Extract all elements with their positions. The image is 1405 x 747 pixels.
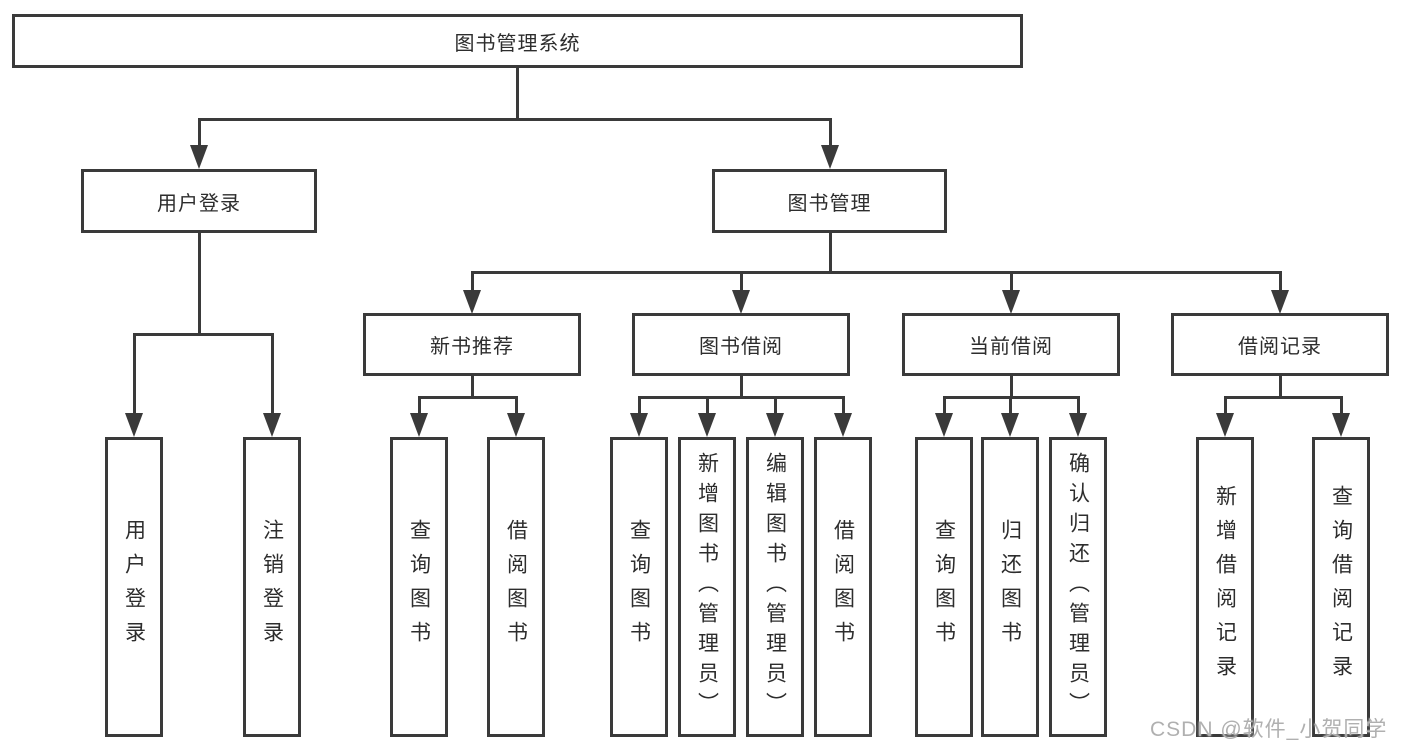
arrowhead bbox=[190, 145, 208, 169]
node-library-management-system: 图书管理系统 bbox=[12, 14, 1023, 68]
arrowhead bbox=[1271, 290, 1289, 314]
connector-line bbox=[1009, 396, 1012, 414]
connector-line bbox=[516, 68, 519, 121]
node-book-management: 图书管理 bbox=[712, 169, 947, 233]
arrowhead bbox=[630, 413, 648, 437]
leaf-confirm-return-admin: 确认归还（管理员） bbox=[1049, 437, 1107, 737]
arrowhead bbox=[1216, 413, 1234, 437]
arrowhead bbox=[1001, 413, 1019, 437]
connector-line bbox=[1077, 396, 1080, 414]
leaf-query-books-recommend: 查询图书 bbox=[390, 437, 448, 737]
node-borrowing-records: 借阅记录 bbox=[1171, 313, 1389, 376]
arrowhead bbox=[732, 290, 750, 314]
connector-line bbox=[740, 376, 743, 399]
connector-line bbox=[471, 376, 474, 399]
connector-line bbox=[133, 333, 136, 415]
arrowhead bbox=[463, 290, 481, 314]
connector-line bbox=[418, 396, 421, 414]
arrowhead bbox=[698, 413, 716, 437]
connector-line bbox=[943, 396, 946, 414]
node-user-login: 用户登录 bbox=[81, 169, 317, 233]
leaf-user-login: 用户登录 bbox=[105, 437, 163, 737]
leaf-borrow-books: 借阅图书 bbox=[814, 437, 872, 737]
arrowhead bbox=[125, 413, 143, 437]
connector-line bbox=[1010, 271, 1013, 292]
connector-line bbox=[829, 233, 832, 274]
leaf-query-books-current: 查询图书 bbox=[915, 437, 973, 737]
connector-line bbox=[1340, 396, 1343, 414]
leaf-add-books-admin: 新增图书（管理员） bbox=[678, 437, 736, 737]
connector-line bbox=[1224, 396, 1227, 414]
leaf-query-borrow-record: 查询借阅记录 bbox=[1312, 437, 1370, 737]
connector-line bbox=[1224, 396, 1341, 399]
arrowhead bbox=[766, 413, 784, 437]
connector-line bbox=[133, 333, 274, 336]
leaf-query-books-borrowing: 查询图书 bbox=[610, 437, 668, 737]
connector-line bbox=[198, 233, 201, 336]
arrowhead bbox=[410, 413, 428, 437]
connector-line bbox=[471, 271, 474, 292]
connector-line bbox=[271, 333, 274, 415]
arrowhead bbox=[935, 413, 953, 437]
csdn-watermark: CSDN @软件_小贺同学 bbox=[1150, 718, 1388, 741]
leaf-add-borrow-record: 新增借阅记录 bbox=[1196, 437, 1254, 737]
connector-line bbox=[842, 396, 845, 414]
connector-line bbox=[638, 396, 844, 399]
connector-line bbox=[198, 118, 831, 121]
leaf-edit-books-admin: 编辑图书（管理员） bbox=[746, 437, 804, 737]
leaf-return-books: 归还图书 bbox=[981, 437, 1039, 737]
arrowhead bbox=[821, 145, 839, 169]
node-current-borrowing: 当前借阅 bbox=[902, 313, 1120, 376]
connector-line bbox=[418, 396, 517, 399]
connector-line bbox=[740, 271, 743, 292]
arrowhead bbox=[1332, 413, 1350, 437]
connector-line bbox=[1010, 376, 1013, 399]
connector-line bbox=[638, 396, 641, 414]
connector-line bbox=[829, 118, 832, 147]
connector-line bbox=[774, 396, 777, 414]
arrowhead bbox=[1002, 290, 1020, 314]
connector-line bbox=[471, 271, 1281, 274]
connector-line bbox=[515, 396, 518, 414]
arrowhead bbox=[507, 413, 525, 437]
node-book-borrowing: 图书借阅 bbox=[632, 313, 850, 376]
leaf-logout: 注销登录 bbox=[243, 437, 301, 737]
connector-line bbox=[1279, 271, 1282, 292]
connector-line bbox=[1279, 376, 1282, 399]
arrowhead bbox=[1069, 413, 1087, 437]
connector-line bbox=[706, 396, 709, 414]
leaf-borrow-books-recommend: 借阅图书 bbox=[487, 437, 545, 737]
arrowhead bbox=[263, 413, 281, 437]
arrowhead bbox=[834, 413, 852, 437]
node-new-book-recommendation: 新书推荐 bbox=[363, 313, 581, 376]
connector-line bbox=[198, 118, 201, 147]
